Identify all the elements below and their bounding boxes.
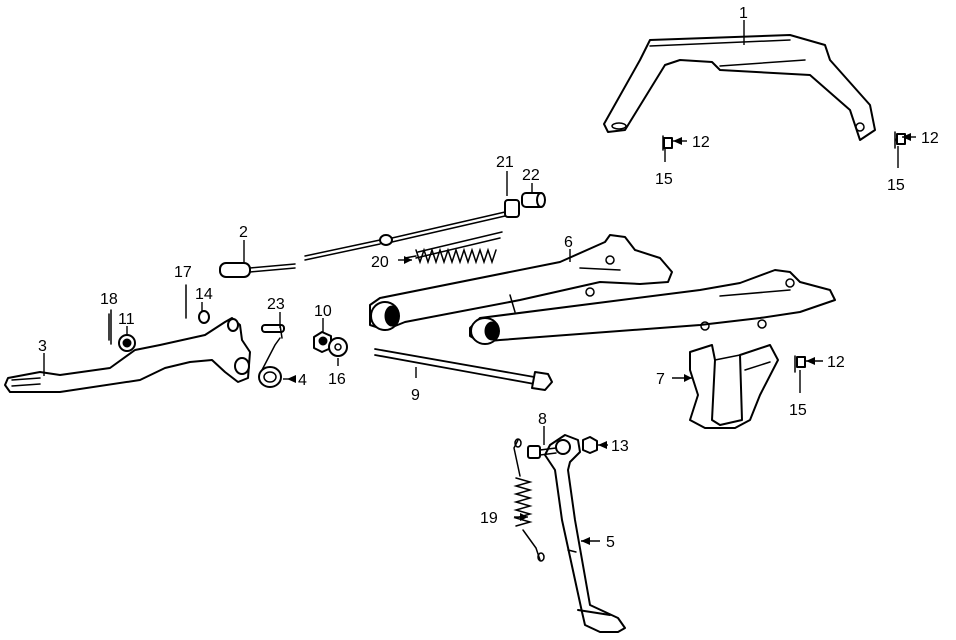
part-8-bolt bbox=[527, 445, 557, 459]
callout-7: 7 bbox=[656, 371, 665, 388]
part-16-washer bbox=[328, 337, 348, 357]
callout-8: 8 bbox=[538, 411, 547, 428]
part-19-spring bbox=[513, 438, 545, 562]
callout-labels: 1 2 3 4 5 6 7 8 9 10 11 12 12 12 13 14 1… bbox=[38, 5, 939, 551]
callout-4: 4 bbox=[298, 372, 307, 389]
callout-23: 23 bbox=[267, 296, 285, 313]
part-20-spring bbox=[404, 231, 503, 265]
callout-9: 9 bbox=[411, 387, 420, 404]
part-21-joint bbox=[504, 199, 520, 218]
callout-12-a: 12 bbox=[692, 134, 710, 151]
callout-18: 18 bbox=[100, 291, 118, 308]
callout-12-b: 12 bbox=[921, 130, 939, 147]
callout-1: 1 bbox=[739, 5, 748, 22]
part-2-cable-end bbox=[219, 262, 296, 278]
part-9-pivot-bolt bbox=[374, 348, 553, 391]
part-18-pin bbox=[108, 309, 112, 345]
callout-21: 21 bbox=[496, 154, 514, 171]
part-4-spring bbox=[258, 337, 282, 388]
callout-15-b: 15 bbox=[887, 177, 905, 194]
callout-11: 11 bbox=[118, 311, 135, 328]
part-12-bolt-b bbox=[894, 131, 906, 149]
part-1-bracket bbox=[603, 34, 876, 141]
leader-arrowheads bbox=[287, 133, 911, 545]
callout-5: 5 bbox=[606, 534, 615, 551]
callout-17: 17 bbox=[174, 264, 192, 281]
part-3-pedal bbox=[4, 317, 251, 393]
part-22-pin bbox=[521, 192, 546, 208]
callout-20: 20 bbox=[371, 254, 389, 271]
callout-15-a: 15 bbox=[655, 171, 673, 188]
part-6-swing-arm bbox=[369, 234, 836, 345]
part-12-bolt-c bbox=[794, 355, 806, 373]
callout-3: 3 bbox=[38, 338, 47, 355]
callout-19: 19 bbox=[480, 510, 498, 527]
part-11-collar bbox=[118, 334, 136, 352]
callout-13: 13 bbox=[611, 438, 629, 455]
callout-2: 2 bbox=[239, 224, 248, 241]
part-5-side-stand bbox=[544, 434, 626, 633]
part-12-bolt-a bbox=[662, 135, 673, 151]
callout-6: 6 bbox=[564, 234, 573, 251]
part-14-nut bbox=[198, 310, 210, 324]
part-23-pin bbox=[261, 324, 285, 339]
callout-15-c: 15 bbox=[789, 402, 807, 419]
callout-22: 22 bbox=[522, 167, 540, 184]
callout-16: 16 bbox=[328, 371, 346, 388]
brake-rod bbox=[304, 211, 506, 261]
callout-14: 14 bbox=[195, 286, 213, 303]
callout-12-c: 12 bbox=[827, 354, 845, 371]
part-13-nut bbox=[582, 436, 598, 454]
callout-10: 10 bbox=[314, 303, 332, 320]
part-7-guard bbox=[689, 344, 779, 429]
